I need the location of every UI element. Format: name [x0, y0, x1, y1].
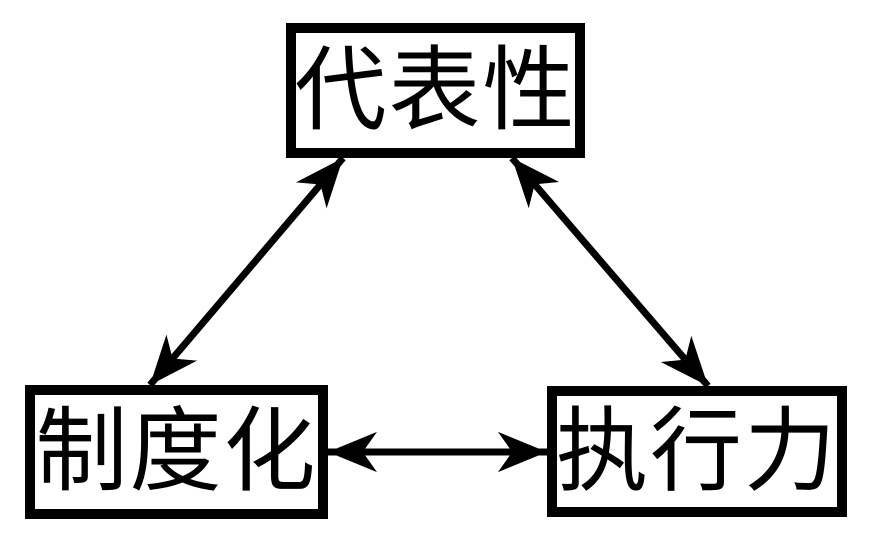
node-institutionalization-label: 制度化	[35, 398, 318, 505]
double-arrow-representativeness-institutionalization	[147, 155, 346, 388]
node-execution: 执行力	[547, 386, 847, 517]
node-institutionalization: 制度化	[25, 385, 328, 519]
node-representativeness-label: 代表性	[294, 36, 577, 144]
node-representativeness: 代表性	[286, 23, 585, 158]
double-arrow-representativeness-execution	[509, 155, 711, 389]
node-execution-label: 执行力	[556, 397, 839, 505]
